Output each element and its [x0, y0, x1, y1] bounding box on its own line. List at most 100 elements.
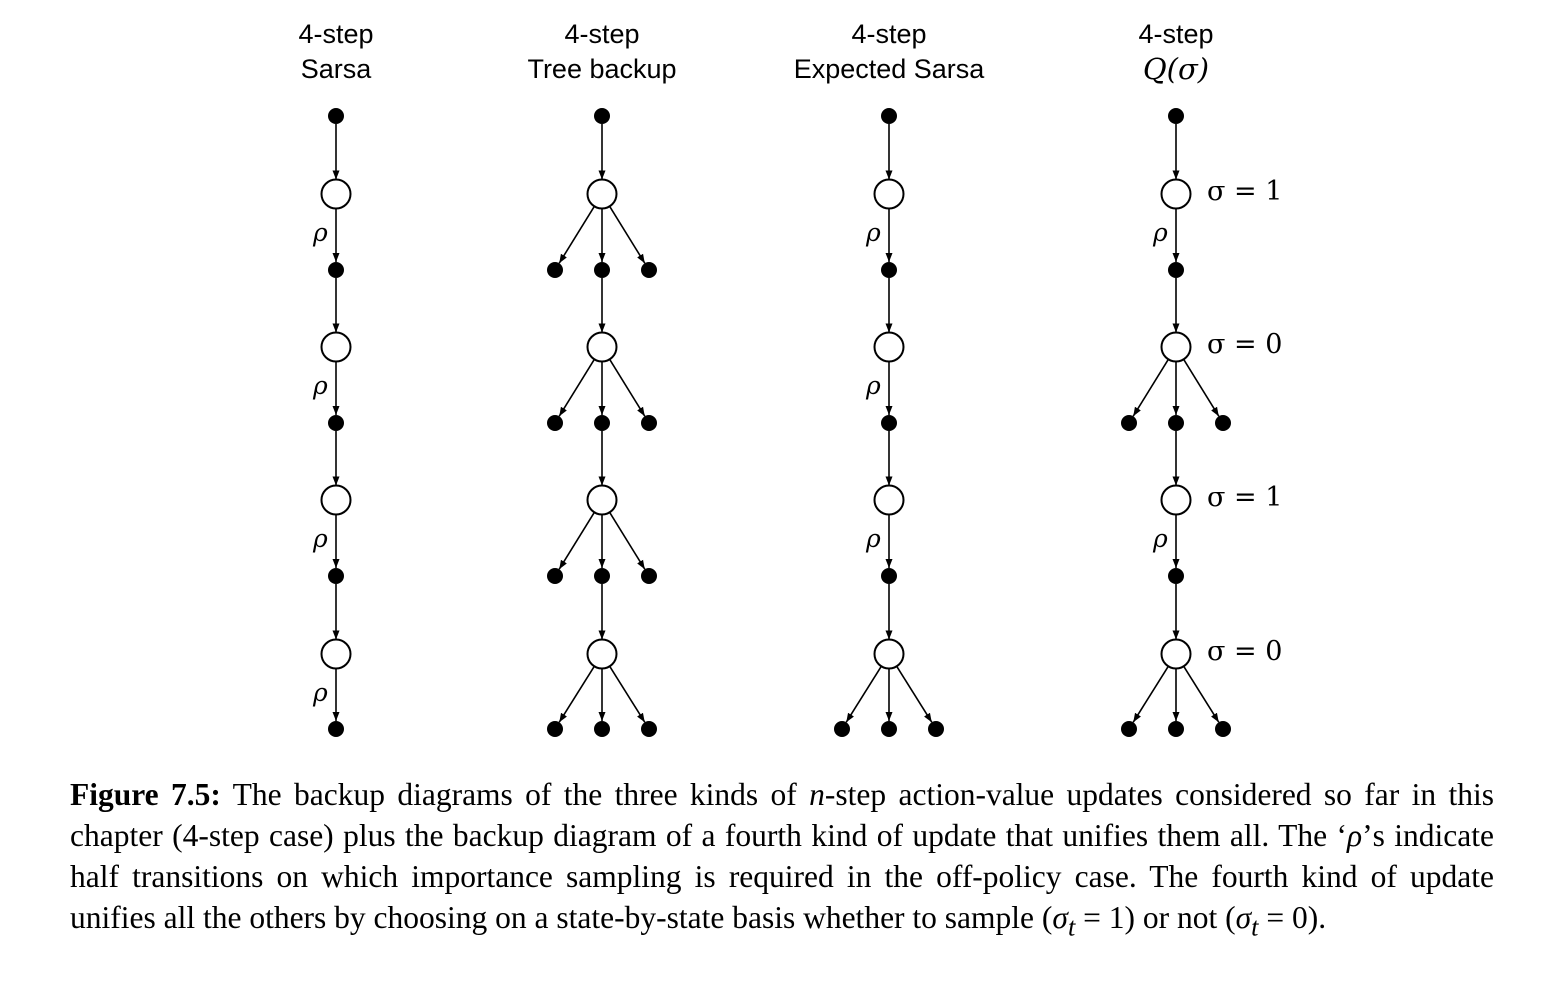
caption-sub-t-1: t: [1067, 912, 1076, 942]
backup-diagrams: 4-step Sarsa 4-step Tree backup 4-step E…: [298, 19, 1282, 737]
action-node: [641, 415, 657, 431]
action-node: [594, 415, 610, 431]
state-node: [1160, 331, 1192, 363]
arrow: [608, 511, 646, 570]
action-node: [1215, 415, 1231, 431]
state-node: [586, 638, 618, 670]
action-node: [328, 415, 344, 431]
action-node: [881, 721, 897, 737]
state-node: [873, 638, 905, 670]
figure-caption: Figure 7.5: The backup diagrams of the t…: [70, 774, 1494, 947]
caption-sub-t-2: t: [1251, 912, 1259, 942]
state-node: [1160, 638, 1192, 670]
rho-label: ρ: [312, 678, 328, 707]
action-node: [1121, 415, 1137, 431]
action-node: [547, 415, 563, 431]
edges: [332, 124, 1220, 723]
rho-label: ρ: [865, 371, 881, 400]
caption-text-4: = 1) or not (: [1075, 900, 1236, 935]
sigma-label: σ = 0: [1207, 636, 1282, 667]
caption-text-5: = 0).: [1258, 900, 1327, 935]
action-node: [641, 262, 657, 278]
state-node: [586, 178, 618, 210]
title-tree-backup-line1: 4-step: [564, 19, 639, 49]
action-node: [328, 568, 344, 584]
action-node: [547, 568, 563, 584]
arrow: [608, 358, 646, 417]
arrow: [558, 205, 596, 264]
action-node: [1168, 108, 1184, 124]
action-node: [594, 721, 610, 737]
arrow: [1182, 358, 1220, 417]
action-node: [1168, 262, 1184, 278]
action-node: [594, 108, 610, 124]
arrow: [558, 665, 595, 723]
action-node: [1168, 721, 1184, 737]
action-node: [1168, 568, 1184, 584]
action-node: [594, 568, 610, 584]
caption-n: n: [809, 777, 825, 812]
arrow: [1183, 665, 1220, 723]
state-node: [320, 638, 352, 670]
title-sarsa-line2: Sarsa: [301, 54, 373, 84]
caption-sigma-2: σ: [1235, 900, 1252, 935]
state-node: [873, 331, 905, 363]
state-node: [320, 178, 352, 210]
title-tree-backup-line2: Tree backup: [527, 54, 676, 84]
action-node: [1168, 415, 1184, 431]
rho-label: ρ: [865, 524, 881, 553]
action-node: [1121, 721, 1137, 737]
action-node: [547, 262, 563, 278]
rho-label: ρ: [865, 218, 881, 247]
action-node: [928, 721, 944, 737]
action-node: [328, 108, 344, 124]
rho-label: ρ: [312, 218, 328, 247]
arrow: [558, 358, 596, 417]
arrow: [845, 665, 882, 723]
state-node: [873, 484, 905, 516]
arrow: [1132, 358, 1170, 417]
action-node: [881, 108, 897, 124]
action-node: [881, 415, 897, 431]
state-node: [586, 484, 618, 516]
caption-text-2: -step action-value updates considered so…: [70, 777, 1494, 853]
arrow: [608, 205, 646, 264]
state-node: [1160, 484, 1192, 516]
arrow: [609, 665, 646, 723]
title-sarsa-line1: 4-step: [298, 19, 373, 49]
state-node: [586, 331, 618, 363]
state-node: [320, 331, 352, 363]
title-expected-sarsa-line2: Expected Sarsa: [794, 54, 986, 84]
action-node: [834, 721, 850, 737]
title-expected-sarsa-line1: 4-step: [851, 19, 926, 49]
arrow: [896, 665, 933, 723]
caption-sigma-1: σ: [1052, 900, 1068, 935]
sigma-label: σ = 0: [1207, 329, 1282, 360]
action-node: [547, 721, 563, 737]
action-node: [641, 721, 657, 737]
arrow: [1132, 665, 1169, 723]
action-node: [881, 568, 897, 584]
caption-rho: ρ: [1347, 818, 1363, 853]
action-node: [641, 568, 657, 584]
action-node: [328, 262, 344, 278]
state-node: [873, 178, 905, 210]
caption-text-1: The backup diagrams of the three kinds o…: [220, 777, 810, 812]
rho-label: ρ: [312, 524, 328, 553]
action-node: [1215, 721, 1231, 737]
title-q-sigma-line2: Q(σ): [1143, 52, 1209, 86]
title-q-sigma-line1: 4-step: [1138, 19, 1213, 49]
arrow: [558, 511, 596, 570]
nodes: [320, 108, 1231, 737]
rho-label: ρ: [1152, 218, 1168, 247]
sigma-label: σ = 1: [1207, 482, 1282, 513]
action-node: [594, 262, 610, 278]
action-node: [881, 262, 897, 278]
action-node: [328, 721, 344, 737]
caption-text-3: ’s indicate half transitions on which im…: [70, 818, 1494, 935]
sigma-label: σ = 1: [1207, 176, 1282, 207]
caption-label: Figure 7.5:: [70, 777, 221, 812]
rho-label: ρ: [1152, 524, 1168, 553]
state-node: [1160, 178, 1192, 210]
